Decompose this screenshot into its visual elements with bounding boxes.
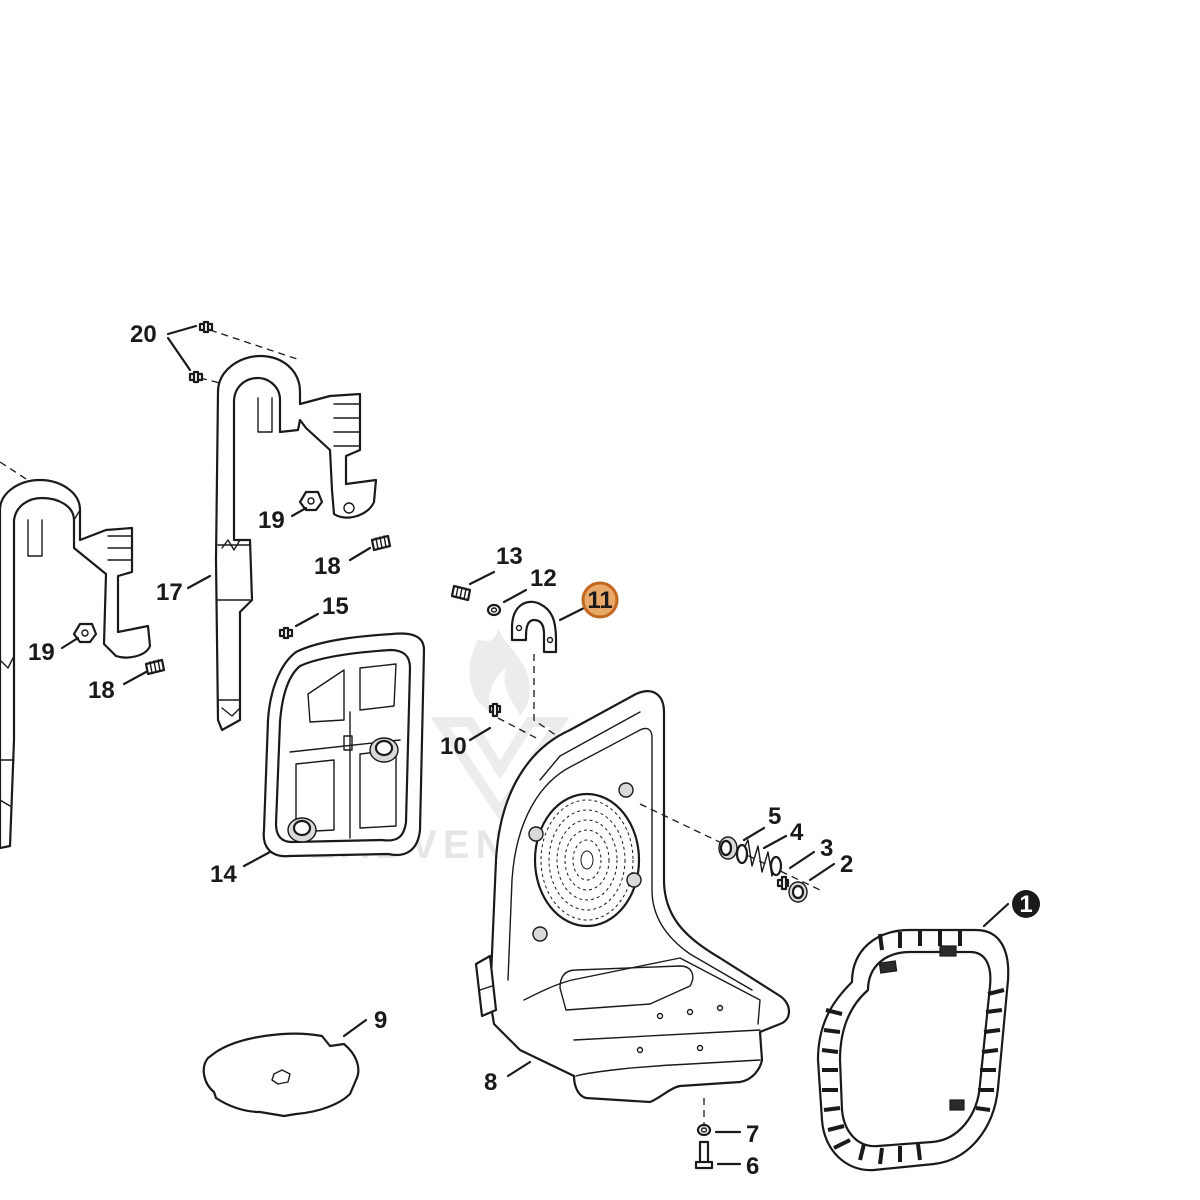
callouts: 20 19 18 17 19 18 15 14 13 12 10 5 4 3 2… bbox=[28, 321, 1040, 1180]
callout-1-marker bbox=[1012, 890, 1040, 918]
screw-13 bbox=[450, 584, 472, 602]
callout-20: 20 bbox=[130, 321, 157, 348]
callout-1-circle: 1 bbox=[1012, 890, 1040, 918]
callout-3: 3 bbox=[820, 835, 833, 862]
screw-18-lower bbox=[144, 658, 166, 676]
callout-11-highlight: 11 bbox=[581, 581, 619, 619]
leader-lines bbox=[60, 324, 1010, 1166]
callout-10: 10 bbox=[440, 733, 467, 760]
callout-12: 12 bbox=[530, 565, 557, 592]
screw-20-top bbox=[198, 320, 214, 334]
screw-18-upper bbox=[370, 534, 392, 552]
cap-2 bbox=[788, 881, 808, 903]
bracket-11 bbox=[510, 600, 558, 654]
callout-4: 4 bbox=[790, 819, 804, 846]
frame bbox=[816, 928, 1010, 1172]
callout-6: 6 bbox=[746, 1153, 759, 1180]
backplate bbox=[474, 690, 791, 1104]
callout-11: 11 bbox=[587, 587, 612, 614]
callout-18-upper: 18 bbox=[314, 553, 341, 580]
screw-6 bbox=[694, 1140, 714, 1170]
callout-8: 8 bbox=[484, 1069, 497, 1096]
washer-7 bbox=[696, 1123, 712, 1137]
callout-13: 13 bbox=[496, 543, 523, 570]
shoulder-strap bbox=[199, 329, 378, 732]
screw-15 bbox=[278, 626, 294, 640]
callout-7: 7 bbox=[746, 1121, 759, 1148]
back-pad bbox=[262, 632, 426, 858]
nut-19-lower bbox=[72, 622, 98, 644]
callout-19-upper: 19 bbox=[258, 507, 285, 534]
callout-9: 9 bbox=[374, 1007, 387, 1034]
filter-disc bbox=[202, 1032, 360, 1118]
screw-3 bbox=[776, 875, 790, 891]
callout-1: 1 bbox=[1019, 891, 1032, 918]
damper-5 bbox=[718, 836, 738, 860]
callout-19-lower: 19 bbox=[28, 639, 55, 666]
callout-17: 17 bbox=[156, 579, 183, 606]
callout-18-lower: 18 bbox=[88, 677, 115, 704]
callout-5: 5 bbox=[768, 803, 781, 830]
highlight-circle bbox=[581, 581, 619, 619]
left-strap bbox=[0, 461, 152, 850]
screw-20-bottom bbox=[188, 370, 204, 384]
nut-19-upper bbox=[298, 490, 324, 512]
callout-15: 15 bbox=[322, 593, 349, 620]
washer-12 bbox=[486, 603, 502, 617]
pin-10 bbox=[488, 702, 502, 718]
spring-4 bbox=[735, 839, 783, 877]
callout-2: 2 bbox=[840, 851, 853, 878]
callout-14: 14 bbox=[210, 861, 237, 888]
